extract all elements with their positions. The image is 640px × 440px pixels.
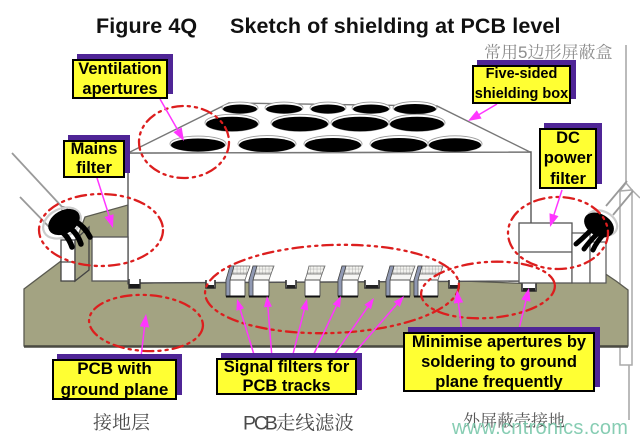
svg-text:P: P bbox=[243, 413, 256, 435]
svg-text:B: B bbox=[265, 413, 278, 435]
svg-text:5: 5 bbox=[518, 43, 527, 62]
svg-text:C: C bbox=[254, 413, 268, 435]
